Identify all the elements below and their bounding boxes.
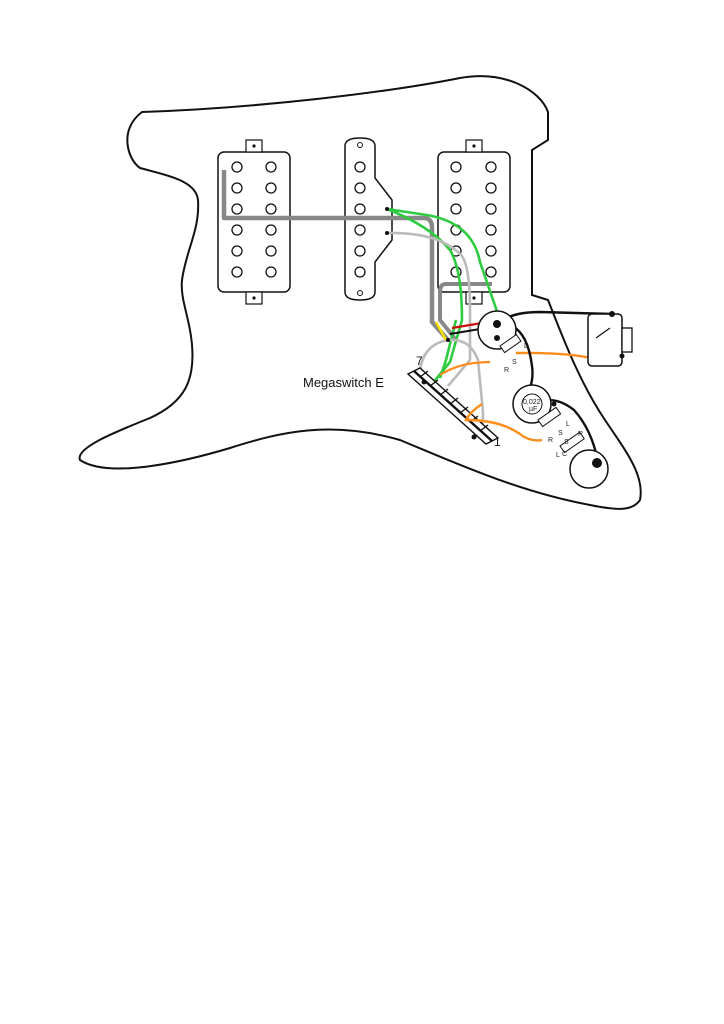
yellow-wire — [434, 321, 448, 341]
solder-joint — [385, 207, 389, 211]
tone-pot-lug-r: R — [548, 437, 553, 444]
tone-pot — [512, 384, 562, 428]
volume-pot-lug-s: S — [512, 359, 517, 366]
switch-pin-1-label: 1 — [494, 435, 501, 449]
volume-pot — [477, 310, 522, 354]
solder-joint — [446, 338, 450, 342]
ground-bus-wire — [221, 170, 450, 342]
ground-bus-wire-2 — [438, 282, 492, 342]
tone-pot-lug-l: L — [566, 421, 570, 428]
capacitor-unit: µF — [529, 406, 537, 413]
megaswitch-label: Megaswitch E — [303, 375, 384, 390]
switch-pin-7-label: 7 — [416, 354, 423, 368]
capacitor-label: 0,022 — [523, 399, 541, 406]
orange-wire-2 — [464, 403, 543, 442]
volume-pot-lug-r: R — [504, 367, 509, 374]
lower-pot — [559, 431, 609, 489]
megaswitch — [406, 367, 500, 445]
volume-pot-lug-l: L — [524, 343, 528, 350]
lower-pot-lug-s: S — [564, 439, 569, 446]
tone-pot-lug-s: S — [558, 430, 563, 437]
green-hot-wire-2 — [386, 207, 464, 385]
lower-pot-lug-c: C — [562, 451, 567, 458]
lower-pot-lug-r: R — [578, 431, 583, 438]
orange-wire-3 — [439, 360, 491, 376]
grey-wire-1 — [386, 231, 472, 387]
neck-humbucker — [217, 139, 291, 305]
solder-joint — [385, 231, 389, 235]
bridge-humbucker — [437, 139, 511, 305]
output-jack — [587, 311, 633, 367]
lower-pot-lug-l: L — [556, 452, 560, 459]
green-hot-wire-1 — [386, 207, 502, 321]
